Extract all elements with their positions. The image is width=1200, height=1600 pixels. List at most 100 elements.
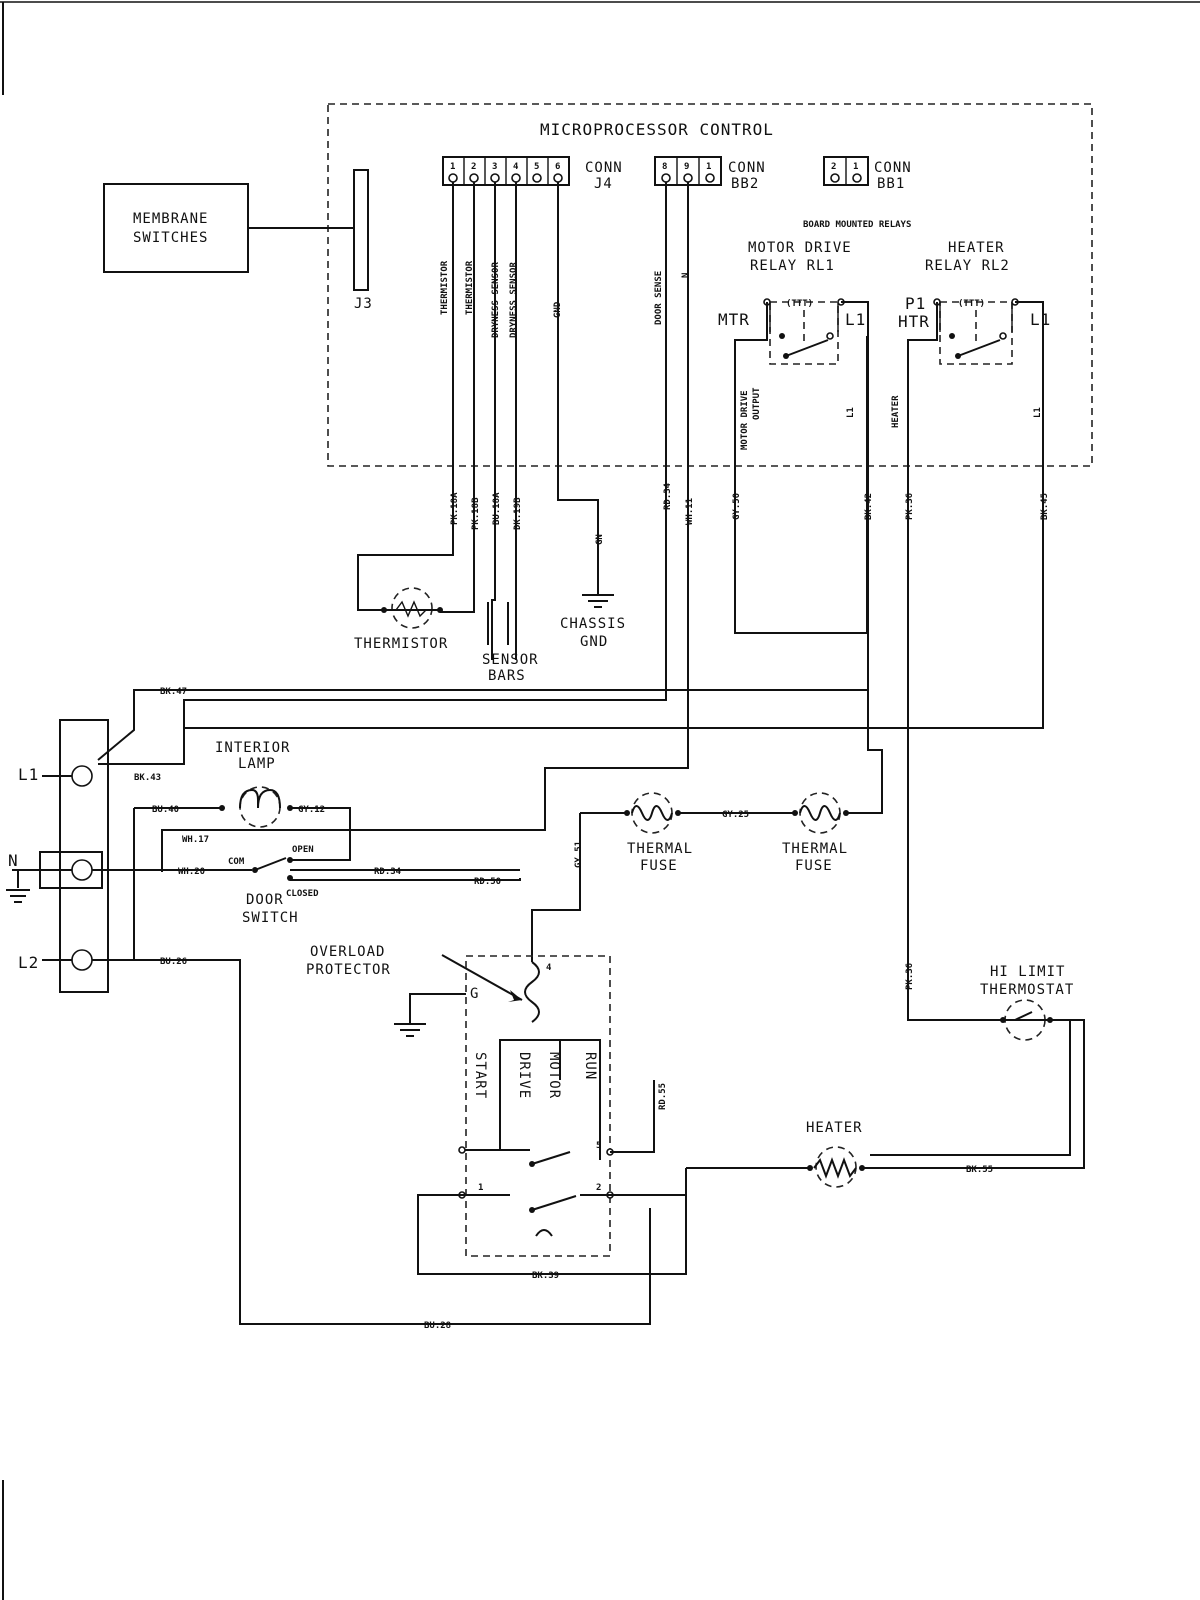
svg-text:(TTT): (TTT) [786, 299, 813, 309]
svg-text:BK.47: BK.47 [160, 687, 187, 697]
svg-text:HTR: HTR [898, 312, 930, 331]
svg-text:3: 3 [492, 162, 497, 172]
svg-text:OPEN: OPEN [292, 845, 314, 855]
svg-text:2: 2 [596, 1183, 601, 1193]
svg-text:2: 2 [831, 162, 836, 172]
svg-text:5: 5 [596, 1141, 601, 1151]
svg-text:MICROPROCESSOR CONTROL: MICROPROCESSOR CONTROL [540, 120, 774, 139]
svg-text:BK.39: BK.39 [532, 1271, 559, 1281]
svg-text:BK.42: BK.42 [864, 493, 874, 520]
svg-text:PK.36: PK.36 [905, 493, 915, 520]
svg-text:G: G [470, 986, 479, 1002]
svg-text:BARS: BARS [488, 668, 526, 684]
relays-header: BOARD MOUNTED RELAYS [803, 220, 911, 230]
svg-text:COM: COM [228, 857, 245, 867]
svg-text:BB2: BB2 [731, 176, 759, 192]
svg-text:HEATER: HEATER [806, 1120, 863, 1136]
svg-text:DRYNESS SENSOR: DRYNESS SENSOR [509, 262, 519, 338]
power-terminal-block: L1 N L2 [6, 719, 109, 993]
svg-text:CONN: CONN [874, 160, 912, 176]
svg-text:9: 9 [684, 162, 689, 172]
svg-text:GN: GN [595, 534, 605, 545]
connector-j4: 1 2 3 4 5 6 CONN J4 [442, 156, 623, 192]
fuse-wires [531, 690, 883, 962]
door-switch: COM OPEN CLOSED DOOR SWITCH [228, 845, 521, 926]
svg-text:GY.50: GY.50 [732, 493, 742, 520]
svg-text:L1: L1 [1033, 407, 1043, 418]
heater-element: HEATER [686, 1019, 1085, 1188]
drive-motor: G START DRIVE MOTOR RUN 5 1 2 [394, 955, 687, 1275]
svg-text:MOTOR: MOTOR [546, 1052, 562, 1099]
svg-text:BK.55: BK.55 [966, 1165, 993, 1175]
svg-text:MEMBRANE: MEMBRANE [133, 211, 208, 227]
svg-text:RD.34: RD.34 [663, 482, 673, 510]
wire-labels-horizontal: BK.47 BK.43 BU.40 GY.12 WH.17 WH.20 RD.3… [134, 687, 993, 1331]
svg-text:GY.25: GY.25 [722, 810, 749, 820]
svg-text:OUTPUT: OUTPUT [752, 387, 762, 420]
svg-text:PROTECTOR: PROTECTOR [306, 962, 391, 978]
svg-text:RD.55: RD.55 [658, 1083, 668, 1110]
svg-text:8: 8 [662, 162, 667, 172]
connector-bb1: 2 1 CONN BB1 [823, 156, 912, 192]
svg-text:HEATER: HEATER [948, 240, 1005, 256]
svg-text:L1: L1 [846, 407, 856, 418]
svg-text:RELAY RL2: RELAY RL2 [925, 258, 1010, 274]
svg-text:N: N [8, 851, 19, 870]
svg-text:1: 1 [478, 1183, 483, 1193]
svg-text:L1: L1 [1030, 310, 1051, 329]
svg-text:HI LIMIT: HI LIMIT [990, 964, 1065, 980]
hi-limit-thermostat: HI LIMIT THERMOSTAT [980, 964, 1074, 1041]
svg-text:DK.19B: DK.19B [513, 497, 523, 530]
svg-text:GY.12: GY.12 [298, 805, 325, 815]
svg-text:J4: J4 [594, 176, 613, 192]
svg-text:THERMISTOR: THERMISTOR [465, 260, 475, 315]
svg-text:PK.18B: PK.18B [471, 497, 481, 530]
svg-text:FUSE: FUSE [640, 858, 678, 874]
svg-text:SWITCHES: SWITCHES [133, 230, 208, 246]
internal-signal-labels: THERMISTOR THERMISTOR DRYNESS SENSOR DRY… [440, 260, 1043, 450]
svg-text:GND: GND [580, 634, 608, 650]
svg-text:L1: L1 [18, 765, 39, 784]
svg-text:MOTOR DRIVE: MOTOR DRIVE [748, 240, 852, 256]
svg-text:THERMAL: THERMAL [782, 841, 848, 857]
svg-text:DOOR SENSE: DOOR SENSE [654, 271, 664, 325]
svg-text:PK.36: PK.36 [905, 963, 915, 990]
svg-text:THERMAL: THERMAL [627, 841, 693, 857]
svg-text:RD.50: RD.50 [474, 877, 501, 887]
svg-text:CHASSIS: CHASSIS [560, 616, 626, 632]
svg-text:CLOSED: CLOSED [286, 889, 319, 899]
svg-text:DOOR: DOOR [246, 892, 284, 908]
svg-text:6: 6 [555, 162, 560, 172]
svg-text:SWITCH: SWITCH [242, 910, 299, 926]
svg-text:BU.26: BU.26 [160, 957, 187, 967]
svg-text:RUN: RUN [582, 1052, 598, 1080]
svg-text:1: 1 [450, 162, 455, 172]
svg-text:2: 2 [471, 162, 476, 172]
svg-text:(TTT): (TTT) [958, 299, 985, 309]
svg-text:4: 4 [513, 162, 519, 172]
svg-text:THERMISTOR: THERMISTOR [440, 260, 450, 315]
thermal-fuse-2: THERMAL FUSE [782, 792, 849, 874]
svg-text:1: 1 [706, 162, 711, 172]
svg-text:THERMISTOR: THERMISTOR [354, 636, 448, 652]
svg-text:SENSOR: SENSOR [482, 652, 539, 668]
svg-text:RELAY RL1: RELAY RL1 [750, 258, 835, 274]
svg-text:BU.18A: BU.18A [492, 492, 502, 525]
svg-text:1: 1 [853, 162, 858, 172]
svg-text:RD.34: RD.34 [374, 867, 402, 877]
svg-text:HEATER: HEATER [891, 395, 901, 428]
svg-text:BK.45: BK.45 [1040, 493, 1050, 520]
svg-text:MOTOR DRIVE: MOTOR DRIVE [740, 390, 750, 450]
svg-text:THERMOSTAT: THERMOSTAT [980, 982, 1074, 998]
svg-text:MTR: MTR [718, 310, 750, 329]
svg-text:BU.28: BU.28 [424, 1321, 451, 1331]
svg-text:J3: J3 [354, 296, 373, 312]
svg-text:P1: P1 [905, 294, 926, 313]
svg-text:OVERLOAD: OVERLOAD [310, 944, 385, 960]
svg-text:CONN: CONN [728, 160, 766, 176]
svg-text:CONN: CONN [585, 160, 623, 176]
svg-text:BB1: BB1 [877, 176, 905, 192]
heater-relay-rl2: HEATER RELAY RL2 (TTT) P1 HTR L1 [898, 240, 1051, 365]
membrane-switches: MEMBRANE SWITCHES J3 [103, 169, 373, 312]
